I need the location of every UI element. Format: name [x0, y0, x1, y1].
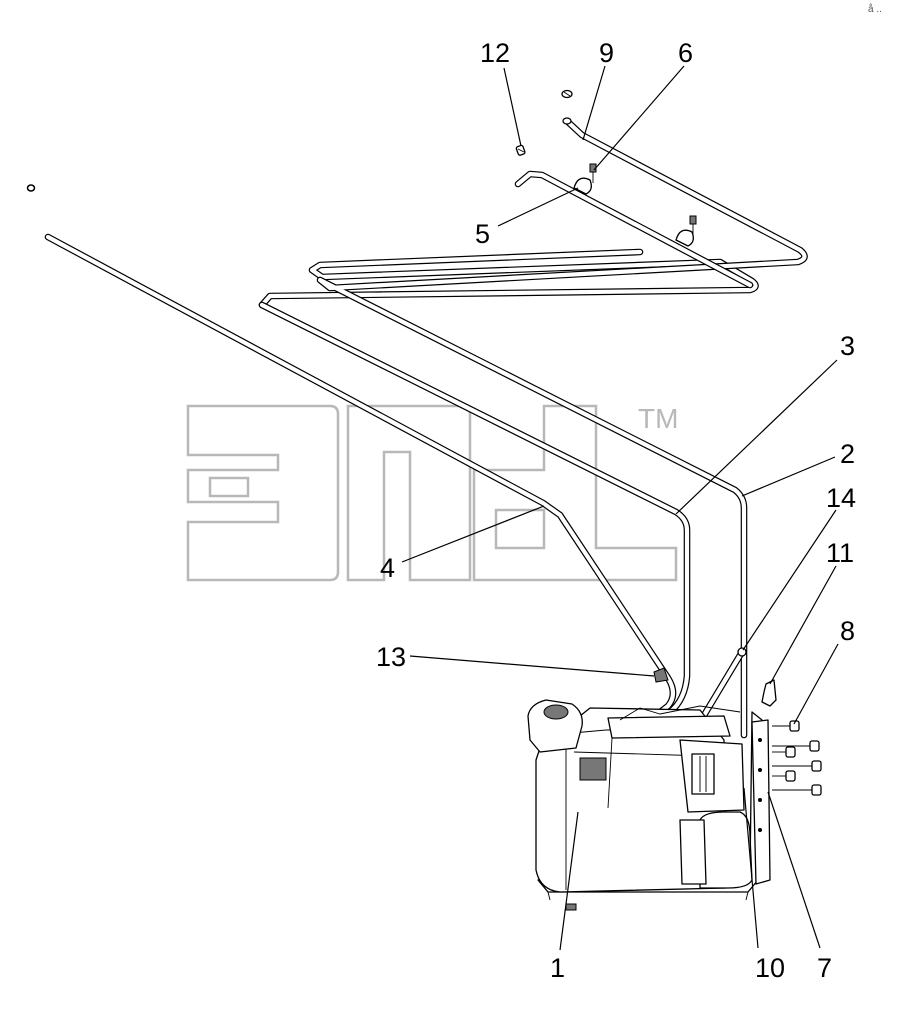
tube-2 [316, 117, 808, 739]
leader-2 [741, 456, 836, 497]
clamp-9 [561, 89, 573, 99]
callout-4: 4 [380, 553, 395, 583]
watermark-tm: TM [638, 403, 678, 434]
ring-small [26, 184, 36, 192]
leader-8 [793, 643, 839, 725]
callout-1: 1 [550, 953, 565, 983]
leader-10 [743, 787, 759, 949]
callout-2: 2 [840, 439, 855, 469]
callout-5: 5 [475, 219, 490, 249]
callout-9: 9 [599, 38, 614, 68]
leader-6 [593, 65, 685, 171]
callout-11: 11 [826, 538, 854, 568]
callout-3: 3 [840, 331, 855, 361]
fitting-11 [761, 679, 777, 707]
fitting-13 [653, 667, 669, 683]
tank-assembly-1 [527, 699, 771, 911]
tube-5 [514, 170, 754, 289]
tube-14 [696, 647, 747, 726]
callout-12: 12 [480, 38, 510, 68]
corner-mark: å .. [868, 3, 882, 15]
leader-14 [742, 509, 837, 651]
leader-9 [582, 65, 606, 141]
leader-4 [401, 505, 545, 563]
bolt-6 [589, 163, 697, 234]
leader-lines [401, 65, 839, 951]
tube-4 [44, 233, 677, 720]
callout-14: 14 [826, 483, 856, 513]
callout-labels: 12 9 6 5 3 2 14 11 4 8 13 1 10 7 [376, 38, 856, 983]
watermark: TM [186, 403, 678, 582]
leader-11 [769, 565, 837, 685]
leader-12 [503, 67, 522, 147]
leader-13 [409, 655, 655, 677]
leader-5 [497, 187, 579, 227]
leader-7 [767, 791, 821, 949]
callout-7: 7 [817, 953, 832, 983]
bolts-8 [772, 720, 822, 796]
tube-3 [258, 248, 759, 716]
callout-10: 10 [755, 953, 785, 983]
callout-8: 8 [840, 616, 855, 646]
callout-6: 6 [678, 38, 693, 68]
leader-3 [675, 359, 838, 515]
leader-1 [559, 811, 579, 951]
callout-13: 13 [376, 642, 406, 672]
fitting-12 [515, 144, 526, 156]
